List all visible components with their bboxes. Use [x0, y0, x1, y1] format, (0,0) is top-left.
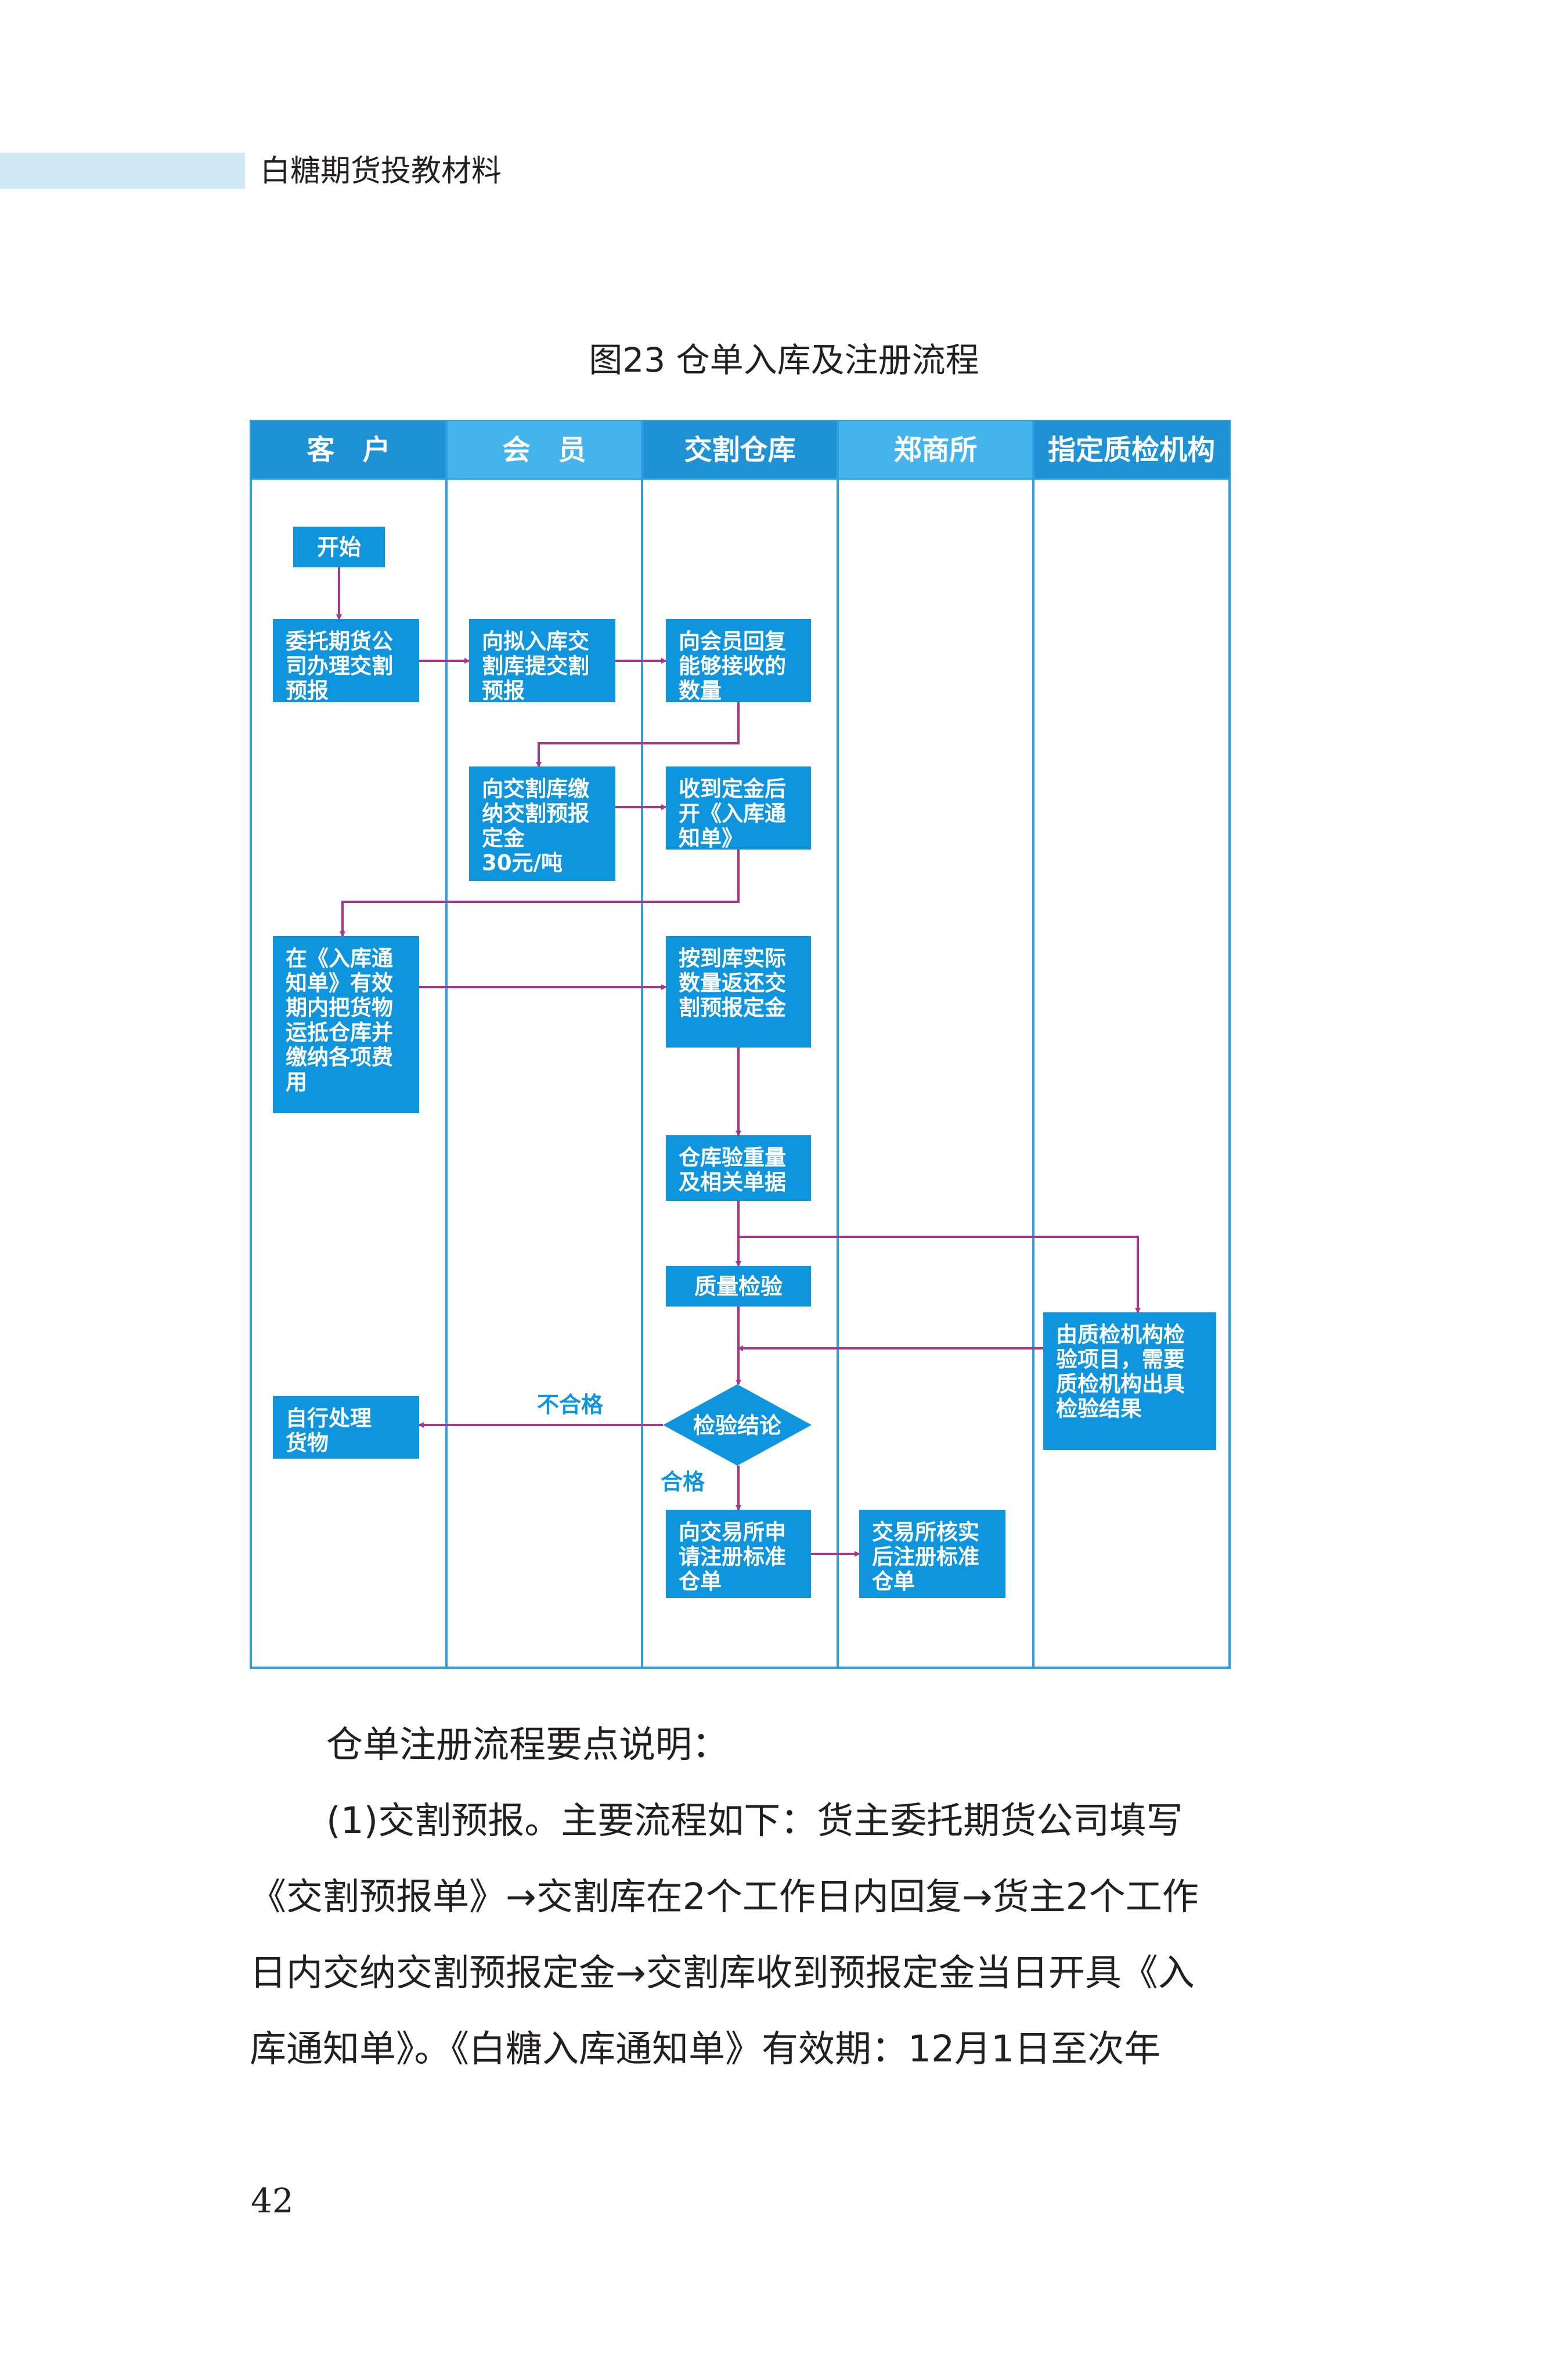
paragraph-heading: 仓单注册流程要点说明：	[326, 1723, 729, 1766]
paragraph-line: 《交割预报单》→交割库在2个工作日内回复→货主2个工作	[250, 1876, 1199, 1918]
flow-step-text: 向交易所申	[679, 1520, 786, 1545]
flow-step-text: 向会员回复	[679, 629, 786, 654]
page-number: 42	[251, 2181, 294, 2221]
flow-step-text: 按到库实际	[679, 946, 786, 971]
flow-step-text: 司办理交割	[286, 654, 393, 679]
flow-step-text: 向交割库缴	[482, 776, 589, 801]
lane-header-2	[642, 421, 838, 479]
flow-step-text: 预报	[482, 678, 525, 703]
paragraph-line: (1)交割预报。主要流程如下：货主委托期货公司填写	[326, 1800, 1183, 1842]
flow-step-text: 验项目，需要	[1056, 1347, 1185, 1372]
flow-step-text: 仓单	[679, 1569, 722, 1594]
lane-label: 客 户	[307, 434, 390, 466]
flow-step-text: 缴纳各项费	[286, 1045, 393, 1070]
flow-arrow	[738, 1236, 1141, 1313]
flow-step-text: 质量检验	[694, 1274, 783, 1300]
flow-step-text: 数量	[679, 678, 722, 703]
flow-step-text: 委托期货公	[286, 629, 393, 654]
edge-label-fail: 不合格	[537, 1392, 604, 1417]
flow-step-text: 用	[286, 1070, 307, 1095]
edge-label-pass: 合格	[661, 1469, 705, 1495]
flow-step-text: 向拟入库交	[482, 629, 589, 654]
decision-text: 检验结论	[693, 1413, 782, 1438]
flow-step-text: 能够接收的	[679, 654, 786, 679]
paragraph-line: 库通知单》。《白糖入库通知单》有效期：12月1日至次年	[250, 2028, 1161, 2070]
flow-step-text: 后注册标准	[872, 1545, 979, 1570]
flow-step-text: 开《入库通	[679, 801, 786, 826]
flow-step-text: 运抵仓库并	[286, 1020, 393, 1045]
flow-step-text: 知单》	[679, 826, 743, 851]
header-band	[0, 153, 245, 189]
flow-step-text: 仓库验重量	[679, 1145, 786, 1170]
flow-step-decision: 检验结论	[663, 1384, 812, 1466]
lane-label: 会 员	[502, 434, 586, 466]
lane-label: 指定质检机构	[1048, 434, 1215, 466]
flow-step-text: 定金	[482, 826, 525, 851]
flow-step-text: 仓单	[872, 1569, 915, 1594]
flow-step-text: 收到定金后	[679, 776, 786, 801]
lane-header-4	[1033, 421, 1230, 479]
lane-label: 交割仓库	[684, 434, 795, 466]
flow-step-text: 请注册标准	[679, 1545, 786, 1570]
flow-step-text: 纳交割预报	[482, 801, 589, 826]
flow-arrow	[340, 850, 740, 937]
flow-step-text: 在《入库通	[286, 946, 393, 971]
running-header-title: 白糖期货投教材料	[260, 154, 502, 189]
lane-header-0	[251, 421, 446, 479]
flow-step-text: 货物	[286, 1431, 329, 1456]
flow-step-text: 数量返还交	[679, 971, 786, 996]
flow-arrow	[536, 702, 740, 768]
paragraph-line: 日内交纳交割预报定金→交割库收到预报定金当日开具《入	[250, 1952, 1195, 1994]
flow-step-quality-check: 质量检验	[666, 1266, 811, 1307]
flow-step-text: 割预报定金	[679, 995, 787, 1020]
flow-step-text: 交易所核实	[872, 1520, 979, 1545]
flow-step-text: 预报	[286, 678, 329, 703]
lane-label: 郑商所	[893, 434, 977, 466]
flow-step-text: 知单》有效	[286, 971, 393, 996]
flow-step-text: 及相关单据	[679, 1170, 786, 1195]
flow-step-start: 开始	[293, 527, 385, 567]
flow-step-text: 30元/吨	[482, 851, 563, 876]
figure-title: 图23 仓单入库及注册流程	[589, 340, 979, 380]
flow-step-text: 质检机构出具	[1056, 1372, 1185, 1397]
lane-header-3	[838, 421, 1033, 479]
lane-header-1	[446, 421, 642, 479]
flow-step-text: 由质检机构检	[1056, 1322, 1185, 1347]
flow-step-text: 检验结果	[1056, 1397, 1142, 1421]
flow-step-text: 期内把货物	[286, 995, 393, 1020]
flow-step-text: 开始	[317, 535, 361, 560]
flow-steps: 开始委托期货公司办理交割预报向拟入库交割库提交割预报向会员回复能够接收的数量向交…	[273, 527, 1216, 1598]
flow-step-text: 自行处理	[286, 1406, 372, 1431]
flow-step-text: 割库提交割	[482, 654, 589, 679]
